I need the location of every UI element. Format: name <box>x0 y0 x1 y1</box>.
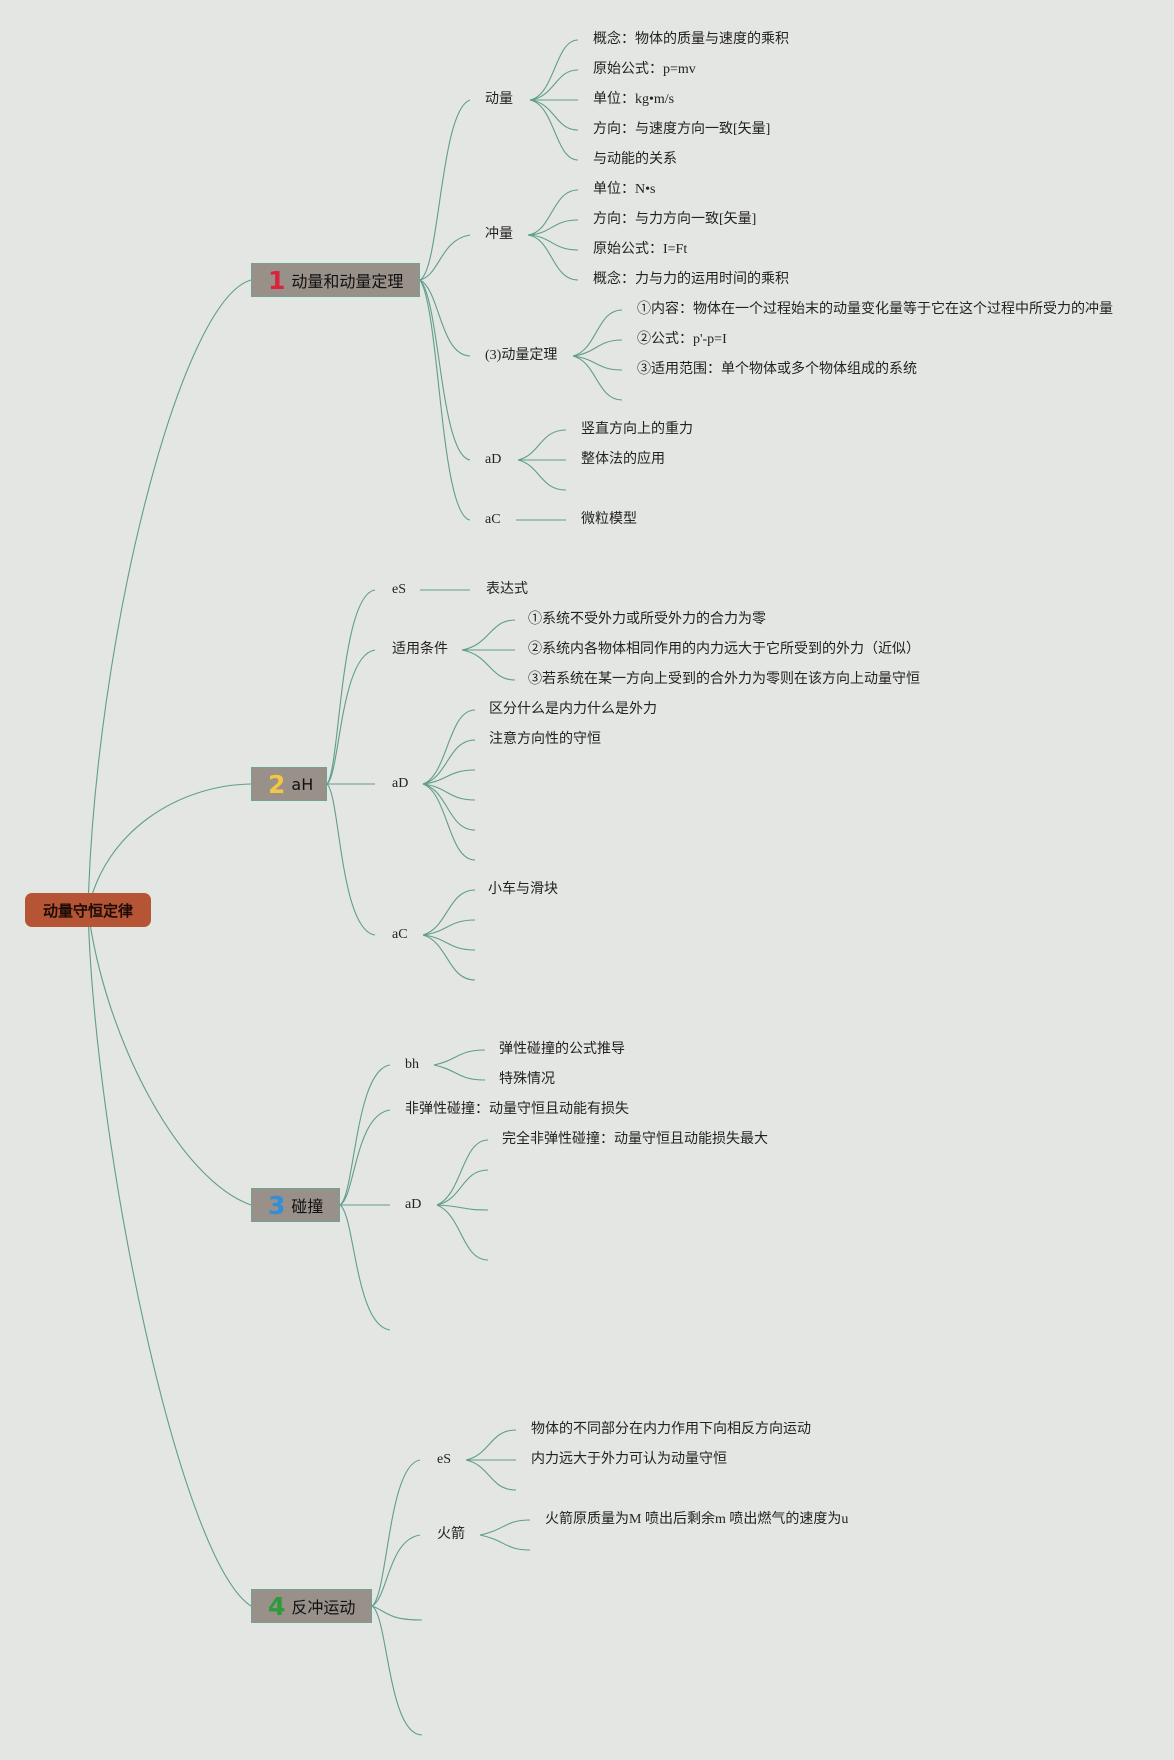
subtopic-rocket[interactable]: 火箭 <box>437 1527 465 1542</box>
subtopic-es[interactable]: eS <box>392 582 406 597</box>
subtopic-inelastic[interactable]: 非弹性碰撞：动量守恒且动能有损失 <box>405 1102 629 1117</box>
connector-lines <box>87 39 623 1736</box>
leaf-node[interactable]: ①内容：物体在一个过程始末的动量变化量等于它在这个过程中所受力的冲量 <box>637 302 1113 317</box>
leaf-node[interactable]: 完全非弹性碰撞：动量守恒且动能损失最大 <box>502 1132 768 1147</box>
main-topic-1-label: 动量和动量定理 <box>291 272 404 291</box>
leaf-node[interactable]: 表达式 <box>486 582 528 597</box>
number-2-icon: 2 <box>268 769 286 799</box>
leaf-node[interactable]: 方向：与力方向一致[矢量] <box>593 212 757 227</box>
leaf-node[interactable]: ③适用范围：单个物体或多个物体组成的系统 <box>637 362 917 377</box>
subtopic-ad[interactable]: aD <box>392 776 409 791</box>
leaf-node[interactable]: 注意方向性的守恒 <box>489 732 601 747</box>
subtopic-ac[interactable]: aC <box>392 927 408 942</box>
root-topic[interactable]: 动量守恒定律 <box>25 893 151 927</box>
leaf-node[interactable]: 概念：物体的质量与速度的乘积 <box>593 32 789 47</box>
leaf-node[interactable]: ②公式：p'-p=I <box>637 332 727 347</box>
leaf-node[interactable]: 竖直方向上的重力 <box>581 422 693 437</box>
subtopic-ac[interactable]: aC <box>485 512 501 527</box>
leaf-node[interactable]: 与动能的关系 <box>593 152 677 167</box>
main-topic-3-label: 碰撞 <box>291 1197 324 1216</box>
leaf-node[interactable]: ③若系统在某一方向上受到的合外力为零则在该方向上动量守恒 <box>528 672 920 687</box>
leaf-node[interactable]: 区分什么是内力什么是外力 <box>489 702 657 717</box>
leaf-node[interactable]: 特殊情况 <box>499 1072 555 1087</box>
subtopic-momentum-theorem[interactable]: (3)动量定理 <box>485 348 558 363</box>
leaf-node[interactable]: ①系统不受外力或所受外力的合力为零 <box>528 612 766 627</box>
main-topic-4[interactable]: 4 反冲运动 <box>251 1589 372 1623</box>
main-topic-4-label: 反冲运动 <box>291 1598 356 1617</box>
number-1-icon: 1 <box>268 265 286 295</box>
main-topic-2-label: aH <box>291 774 314 794</box>
subtopic-ad[interactable]: aD <box>405 1197 422 1212</box>
leaf-node[interactable]: 弹性碰撞的公式推导 <box>499 1042 625 1057</box>
leaf-node[interactable]: 原始公式：p=mv <box>593 62 696 77</box>
leaf-node[interactable]: 原始公式：I=Ft <box>593 242 688 257</box>
leaf-node[interactable]: 方向：与速度方向一致[矢量] <box>593 122 771 137</box>
leaf-node[interactable]: 微粒模型 <box>581 512 637 527</box>
leaf-node[interactable]: ②系统内各物体相同作用的内力远大于它所受到的外力（近似） <box>528 642 920 657</box>
subtopic-bh[interactable]: bh <box>405 1057 419 1072</box>
leaf-node[interactable]: 单位：N•s <box>593 182 656 197</box>
leaf-node[interactable]: 概念：力与力的运用时间的乘积 <box>593 272 789 287</box>
subtopic-conditions[interactable]: 适用条件 <box>392 642 448 657</box>
leaf-node[interactable]: 火箭原质量为M 喷出后剩余m 喷出燃气的速度为u <box>545 1512 849 1527</box>
main-topic-1[interactable]: 1 动量和动量定理 <box>251 263 420 297</box>
leaf-node[interactable]: 内力远大于外力可认为动量守恒 <box>531 1452 727 1467</box>
subtopic-es[interactable]: eS <box>437 1452 451 1467</box>
main-topic-3[interactable]: 3 碰撞 <box>251 1188 340 1222</box>
leaf-node[interactable]: 物体的不同部分在内力作用下向相反方向运动 <box>531 1422 811 1437</box>
subtopic-momentum[interactable]: 动量 <box>485 92 513 107</box>
number-3-icon: 3 <box>268 1190 286 1220</box>
main-topic-2[interactable]: 2 aH <box>251 767 327 801</box>
leaf-node[interactable]: 整体法的应用 <box>581 452 665 467</box>
number-4-icon: 4 <box>268 1591 286 1621</box>
subtopic-ad[interactable]: aD <box>485 452 502 467</box>
leaf-node[interactable]: 小车与滑块 <box>488 882 558 897</box>
subtopic-impulse[interactable]: 冲量 <box>485 227 513 242</box>
leaf-node[interactable]: 单位：kg•m/s <box>593 92 675 107</box>
